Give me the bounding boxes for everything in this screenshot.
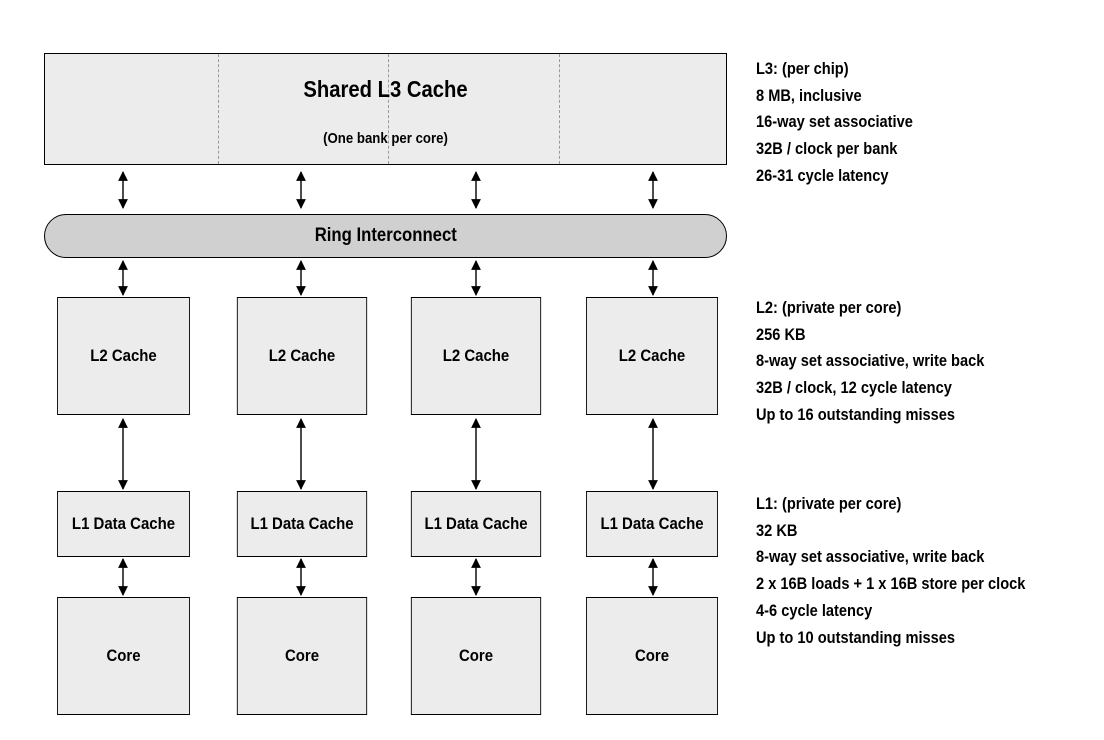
l2-cache-label: L2 Cache bbox=[442, 346, 510, 365]
l1-data-cache-label: L1 Data Cache bbox=[71, 514, 176, 533]
l2-cache-label: L2 Cache bbox=[618, 346, 686, 365]
spec-line: 32B / clock per bank bbox=[756, 139, 898, 159]
bank-divider bbox=[218, 54, 219, 164]
core-label: Core bbox=[458, 646, 494, 665]
l1-data-cache-label: L1 Data Cache bbox=[600, 514, 704, 533]
spec-line: 26-31 cycle latency bbox=[756, 165, 889, 185]
core-label: Core bbox=[284, 646, 320, 665]
spec-line: 8 MB, inclusive bbox=[756, 85, 862, 105]
spec-line: 8-way set associative, write back bbox=[756, 351, 985, 371]
l2-cache-label: L2 Cache bbox=[90, 346, 157, 365]
spec-line: L3: (per chip) bbox=[756, 59, 849, 78]
spec-line: L1: (private per core) bbox=[756, 494, 902, 513]
core-label: Core bbox=[634, 646, 670, 665]
l1-data-cache-label: L1 Data Cache bbox=[424, 514, 528, 533]
spec-line: 8-way set associative, write back bbox=[756, 547, 985, 567]
l3-specs: L3: (per chip) 8 MB, inclusive 16-way se… bbox=[756, 56, 913, 190]
bank-divider bbox=[388, 54, 389, 164]
spec-line: 4-6 cycle latency bbox=[756, 600, 873, 620]
l2-cache-box: L2 Cache bbox=[586, 297, 718, 415]
spec-line: Up to 10 outstanding misses bbox=[756, 627, 956, 647]
l1-data-cache-box: L1 Data Cache bbox=[236, 491, 368, 557]
core-box: Core bbox=[586, 597, 718, 715]
l3-title: Shared L3 Cache bbox=[303, 76, 468, 102]
l2-cache-box: L2 Cache bbox=[57, 297, 190, 415]
l1-data-cache-box: L1 Data Cache bbox=[410, 491, 542, 557]
l1-data-cache-box: L1 Data Cache bbox=[586, 491, 718, 557]
ring-interconnect: Ring Interconnect bbox=[44, 214, 727, 258]
l1-specs: L1: (private per core) 32 KB 8-way set a… bbox=[756, 491, 1025, 651]
l3-subtitle: (One bank per core) bbox=[323, 130, 448, 147]
shared-l3-cache-block: Shared L3 Cache (One bank per core) bbox=[44, 53, 727, 165]
core-box: Core bbox=[57, 597, 190, 715]
core-box: Core bbox=[410, 597, 542, 715]
l1-data-cache-box: L1 Data Cache bbox=[57, 491, 190, 557]
spec-line: 256 KB bbox=[756, 324, 806, 344]
l1-data-cache-label: L1 Data Cache bbox=[250, 514, 354, 533]
spec-line: 16-way set associative bbox=[756, 112, 913, 132]
l2-cache-label: L2 Cache bbox=[268, 346, 336, 365]
ring-label: Ring Interconnect bbox=[314, 225, 457, 246]
core-label: Core bbox=[106, 646, 141, 665]
l2-cache-box: L2 Cache bbox=[236, 297, 368, 415]
l2-cache-box: L2 Cache bbox=[410, 297, 542, 415]
spec-line: Up to 16 outstanding misses bbox=[756, 404, 956, 424]
spec-line: 32 KB bbox=[756, 520, 798, 540]
l2-specs: L2: (private per core) 256 KB 8-way set … bbox=[756, 295, 984, 429]
core-box: Core bbox=[236, 597, 368, 715]
spec-line: L2: (private per core) bbox=[756, 298, 902, 317]
spec-line: 2 x 16B loads + 1 x 16B store per clock bbox=[756, 574, 1026, 594]
spec-line: 32B / clock, 12 cycle latency bbox=[756, 378, 952, 398]
bank-divider bbox=[559, 54, 560, 164]
